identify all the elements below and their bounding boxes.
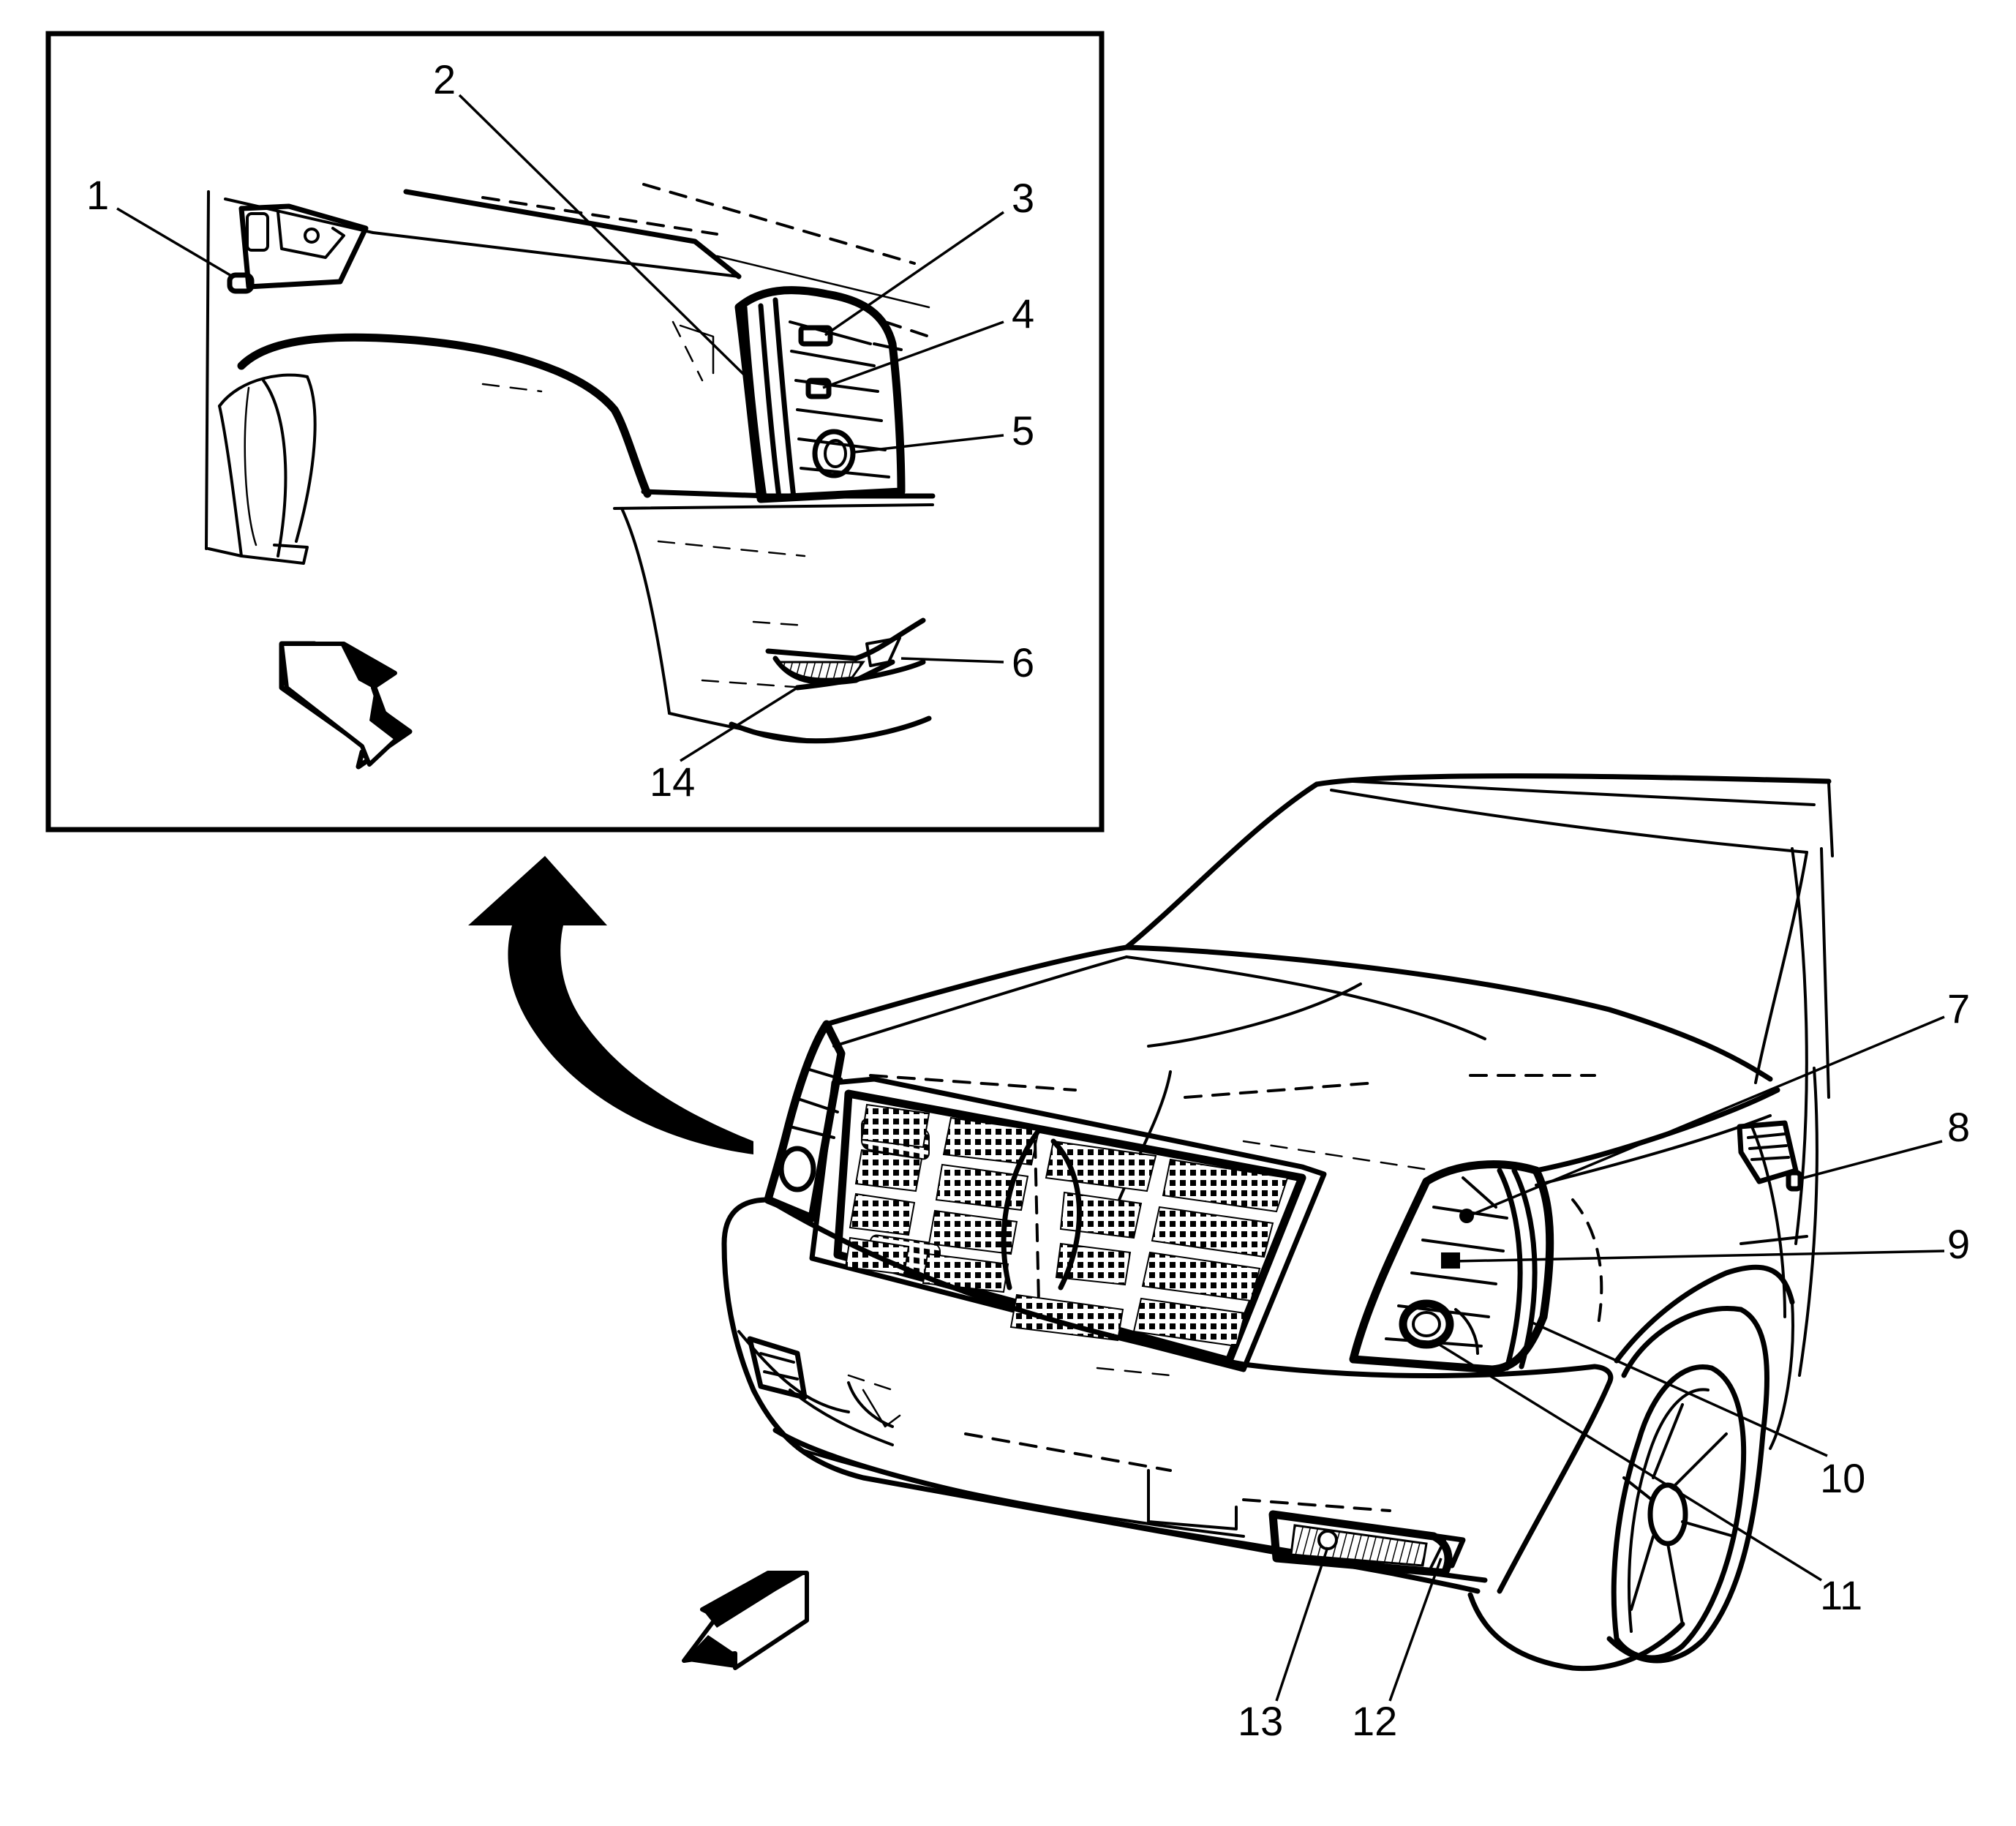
grille-cells	[844, 1103, 1289, 1348]
right-headlamp	[1349, 1160, 1554, 1374]
callout-1: 1	[86, 172, 109, 218]
inset-fog-lamp	[765, 617, 926, 691]
callout-10: 10	[1820, 1455, 1865, 1501]
callout-9: 9	[1947, 1221, 1970, 1267]
forward-direction-arrow-icon	[682, 1571, 809, 1670]
front-tire-wheel	[1467, 1235, 1808, 1672]
forward-direction-arrow-icon	[279, 641, 413, 770]
callout-labels: 1 2 3 4 5 6 14 7 8 9 10 11 12 13	[86, 56, 1970, 1744]
leader-lines	[116, 94, 1945, 1702]
callout-12: 12	[1352, 1698, 1397, 1744]
inset-headlamp-assembly	[734, 286, 930, 503]
callout-4: 4	[1012, 290, 1034, 337]
detail-inset	[45, 31, 1105, 833]
callout-8: 8	[1947, 1104, 1970, 1150]
callout-5: 5	[1012, 407, 1034, 454]
callout-3: 3	[1012, 175, 1034, 221]
front-bumper	[721, 1197, 1614, 1594]
callout-13: 13	[1238, 1698, 1283, 1744]
curved-detail-arrow-icon	[468, 856, 753, 1154]
callout-6: 6	[1012, 639, 1034, 685]
right-fender	[1533, 847, 1818, 1450]
callout-2: 2	[433, 56, 456, 102]
vehicle-front-view	[682, 773, 1834, 1672]
callout-11: 11	[1820, 1572, 1862, 1618]
inset-side-marker-lamp	[227, 203, 369, 294]
callout-14: 14	[650, 759, 695, 805]
inset-fender	[205, 183, 936, 744]
callout-7: 7	[1947, 985, 1970, 1032]
